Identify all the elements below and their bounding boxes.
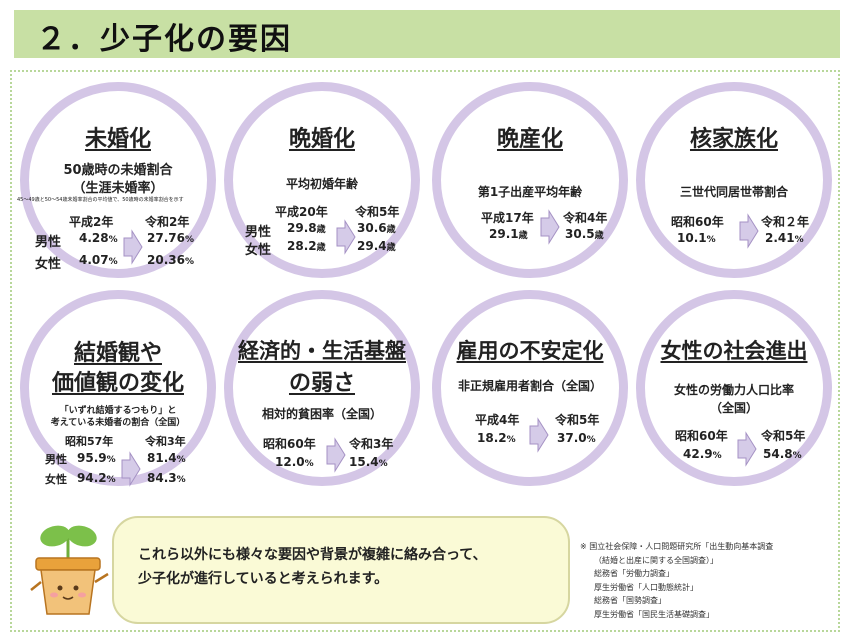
title-bar: ２．少子化の要因 — [14, 10, 840, 58]
source-note: 厚生労働省「人口動態統計」 — [594, 582, 698, 592]
to-label: 令和5年 — [761, 429, 806, 443]
row-to-value: 15.4% — [349, 455, 388, 469]
card-footnote: 45～49歳と50～54歳未婚率割合の平均値で、50歳時の未婚率割合を示す — [17, 197, 184, 203]
from-label: 昭和60年 — [675, 429, 728, 443]
card-subtitle: （生涯未婚率） — [72, 181, 164, 196]
row-from-value: 94.2% — [77, 471, 116, 485]
card-title: 晩産化 — [496, 127, 563, 152]
row-to-value: 84.3% — [147, 471, 186, 485]
row-from-value: 29.1歳 — [489, 227, 528, 241]
right-arrow-icon — [540, 209, 560, 245]
to-label: 令和5年 — [355, 205, 400, 219]
from-label: 昭和60年 — [671, 215, 724, 229]
right-arrow-icon — [336, 219, 356, 255]
row-from-value: 10.1% — [677, 231, 716, 245]
card-subtitle: 考えている未婚者の割合（全国） — [50, 418, 186, 428]
right-arrow-icon — [326, 437, 346, 473]
right-arrow-icon — [737, 431, 757, 467]
row-to-value: 37.0% — [557, 431, 596, 445]
row-from-value: 12.0% — [275, 455, 314, 469]
row-from-value: 4.28% — [79, 231, 118, 245]
card-title: 経済的・生活基盤 — [238, 339, 406, 363]
to-label: 令和3年 — [349, 437, 394, 451]
row-from-value: 95.9% — [77, 451, 116, 465]
card-late-childbirth: 晩産化 第1子出産平均年齢 平成17年 令和4年 29.1歳 30.5歳 — [432, 82, 628, 278]
summary-text: 少子化が進行していると考えられます。 — [138, 571, 389, 587]
source-note: （結婚と出産に関する全国調査）」 — [594, 555, 718, 565]
row-to-value: 81.4% — [147, 451, 186, 465]
row-to-value: 54.8% — [763, 447, 802, 461]
card-title: の弱さ — [288, 371, 355, 396]
source-note: 厚生労働省「国民生活基礎調査」 — [594, 609, 714, 619]
from-label: 平成4年 — [475, 413, 520, 427]
card-subtitle: 平均初婚年齢 — [285, 177, 358, 191]
from-label: 昭和57年 — [65, 435, 114, 448]
row-label: 女性 — [245, 243, 272, 258]
right-arrow-icon — [123, 229, 143, 265]
row-from-value: 4.07% — [79, 253, 118, 267]
card-employment-instability: 雇用の不安定化 非正規雇用者割合（全国） 平成4年 令和5年 18.2% 37.… — [432, 290, 628, 486]
row-label: 女性 — [45, 473, 67, 486]
card-subtitle: 相対的貧困率（全国） — [261, 407, 382, 421]
to-label: 令和3年 — [145, 435, 186, 448]
from-label: 昭和60年 — [263, 437, 316, 451]
source-note: ※ 国立社会保障・人口問題研究所「出生動向基本調査 — [580, 542, 774, 551]
card-subtitle: 三世代同居世帯割合 — [679, 185, 788, 199]
source-notes: ※ 国立社会保障・人口問題研究所「出生動向基本調査 （結婚と出産に関する全国調査… — [580, 540, 773, 621]
card-title: 女性の社会進出 — [660, 339, 808, 363]
card-subtitle: 第1子出産平均年齢 — [477, 185, 583, 199]
right-arrow-icon — [529, 417, 549, 453]
card-title: 核家族化 — [689, 127, 778, 152]
card-unmarried: 未婚化 50歳時の未婚割合 （生涯未婚率） 45～49歳と50～54歳未婚率割合… — [17, 82, 216, 278]
source-note: 総務省「国勢調査」 — [594, 596, 666, 605]
card-marriage-values: 結婚観や 価値観の変化 「いずれ結婚するつもり」と 考えている未婚者の割合（全国… — [20, 290, 216, 487]
row-from-value: 29.8歳 — [287, 221, 326, 235]
row-to-value: 27.76% — [147, 231, 194, 245]
right-arrow-icon — [739, 213, 759, 249]
row-to-value: 29.4歳 — [357, 239, 396, 253]
card-subtitle: 女性の労働力人口比率 — [673, 383, 794, 397]
card-subtitle: 「いずれ結婚するつもり」と — [59, 406, 177, 416]
row-label: 女性 — [35, 257, 62, 272]
card-title: 晩婚化 — [288, 127, 355, 152]
source-note: 総務省「労働力調査」 — [594, 569, 674, 578]
row-label: 男性 — [45, 453, 67, 466]
row-to-value: 30.5歳 — [565, 227, 604, 241]
card-subtitle: 50歳時の未婚割合 — [63, 163, 173, 178]
card-subtitle: （全国） — [709, 401, 758, 415]
to-label: 令和4年 — [563, 211, 608, 225]
card-title: 価値観の変化 — [51, 371, 184, 396]
card-title: 結婚観や — [73, 341, 162, 366]
card-nuclear-family: 核家族化 三世代同居世帯割合 昭和60年 令和２年 10.1% 2.41% — [636, 82, 832, 278]
content-frame — [10, 70, 840, 632]
from-label: 平成17年 — [481, 211, 534, 225]
row-label: 男性 — [245, 225, 272, 240]
row-to-value: 2.41% — [765, 231, 804, 245]
card-late-marriage: 晩婚化 平均初婚年齢 平成20年 令和5年 男性 29.8歳 30.6歳 女性 … — [224, 82, 420, 278]
row-label: 男性 — [35, 235, 62, 250]
row-from-value: 42.9% — [683, 447, 722, 461]
card-title: 未婚化 — [84, 127, 151, 152]
to-label: 令和5年 — [555, 413, 600, 427]
card-women-workforce: 女性の社会進出 女性の労働力人口比率 （全国） 昭和60年 令和5年 42.9%… — [636, 290, 832, 486]
to-label: 令和2年 — [145, 215, 190, 229]
summary-text: これら以外にも様々な要因や背景が複雑に絡み合って、 — [138, 547, 487, 563]
row-from-value: 18.2% — [477, 431, 516, 445]
card-economic-weakness: 経済的・生活基盤 の弱さ 相対的貧困率（全国） 昭和60年 令和3年 12.0%… — [224, 290, 420, 486]
right-arrow-icon — [121, 451, 141, 487]
card-title: 雇用の不安定化 — [456, 339, 604, 363]
from-label: 平成20年 — [275, 205, 328, 219]
page-title: ２．少子化の要因 — [36, 22, 292, 57]
card-subtitle: 非正規雇用者割合（全国） — [457, 379, 602, 393]
row-to-value: 30.6歳 — [357, 221, 396, 235]
from-label: 平成2年 — [69, 215, 114, 229]
row-to-value: 20.36% — [147, 253, 194, 267]
row-from-value: 28.2歳 — [287, 239, 326, 253]
seedling-pot-icon — [30, 525, 109, 615]
to-label: 令和２年 — [761, 215, 810, 229]
summary-bubble: これら以外にも様々な要因や背景が複雑に絡み合って、 少子化が進行していると考えら… — [112, 516, 570, 624]
